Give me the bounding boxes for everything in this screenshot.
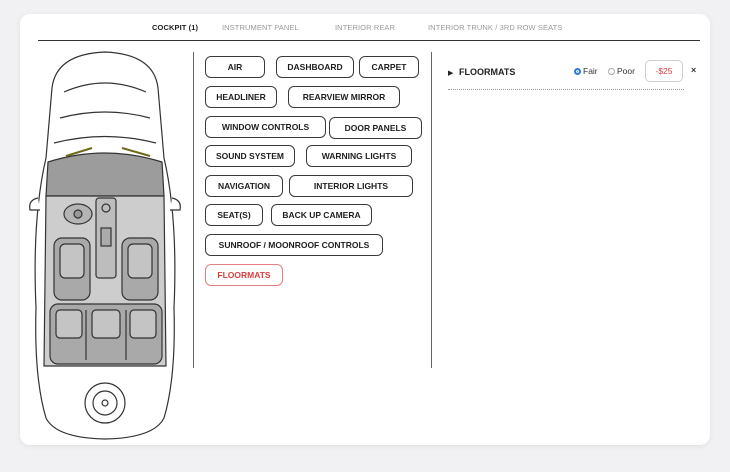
car-interior-diagram bbox=[29, 51, 181, 440]
price-adjustment-field[interactable]: -$25 bbox=[645, 60, 683, 82]
condition-poor-label: Poor bbox=[617, 66, 635, 76]
item-rearview-mirror-button[interactable]: REARVIEW MIRROR bbox=[288, 86, 400, 108]
right-divider bbox=[431, 52, 432, 368]
radio-checked-icon bbox=[574, 67, 581, 75]
tab-interior-trunk[interactable]: INTERIOR TRUNK / 3RD ROW SEATS bbox=[428, 23, 563, 32]
detail-title: FLOORMATS bbox=[459, 67, 516, 77]
condition-fair-radio[interactable]: Fair bbox=[574, 66, 598, 76]
item-air-button[interactable]: AIR bbox=[205, 56, 265, 78]
dotted-divider bbox=[448, 89, 684, 90]
inspection-card: COCKPIT (1) INSTRUMENT PANEL INTERIOR RE… bbox=[20, 14, 710, 445]
triangle-right-icon[interactable]: ▶ bbox=[448, 70, 454, 77]
item-carpet-button[interactable]: CARPET bbox=[359, 56, 419, 78]
item-floormats-button[interactable]: FLOORMATS bbox=[205, 264, 283, 286]
close-icon[interactable]: × bbox=[691, 65, 697, 75]
item-window-controls-button[interactable]: WINDOW CONTROLS bbox=[205, 116, 326, 138]
left-divider bbox=[193, 52, 194, 368]
item-door-panels-button[interactable]: DOOR PANELS bbox=[329, 117, 422, 139]
item-dashboard-button[interactable]: DASHBOARD bbox=[276, 56, 354, 78]
item-backup-camera-button[interactable]: BACK UP CAMERA bbox=[271, 204, 372, 226]
item-interior-lights-button[interactable]: INTERIOR LIGHTS bbox=[289, 175, 413, 197]
category-tabs: COCKPIT (1) INSTRUMENT PANEL INTERIOR RE… bbox=[38, 18, 700, 41]
item-sound-system-button[interactable]: SOUND SYSTEM bbox=[205, 145, 295, 167]
item-navigation-button[interactable]: NAVIGATION bbox=[205, 175, 283, 197]
condition-fair-label: Fair bbox=[583, 66, 598, 76]
condition-poor-radio[interactable]: Poor bbox=[608, 66, 635, 76]
tab-interior-rear[interactable]: INTERIOR REAR bbox=[335, 23, 396, 32]
tab-instrument-panel[interactable]: INSTRUMENT PANEL bbox=[222, 23, 299, 32]
item-warning-lights-button[interactable]: WARNING LIGHTS bbox=[306, 145, 412, 167]
item-sunroof-controls-button[interactable]: SUNROOF / MOONROOF CONTROLS bbox=[205, 234, 383, 256]
radio-unchecked-icon bbox=[608, 67, 615, 75]
item-headliner-button[interactable]: HEADLINER bbox=[205, 86, 277, 108]
tab-cockpit[interactable]: COCKPIT (1) bbox=[152, 23, 199, 32]
item-seats-button[interactable]: SEAT(S) bbox=[205, 204, 263, 226]
